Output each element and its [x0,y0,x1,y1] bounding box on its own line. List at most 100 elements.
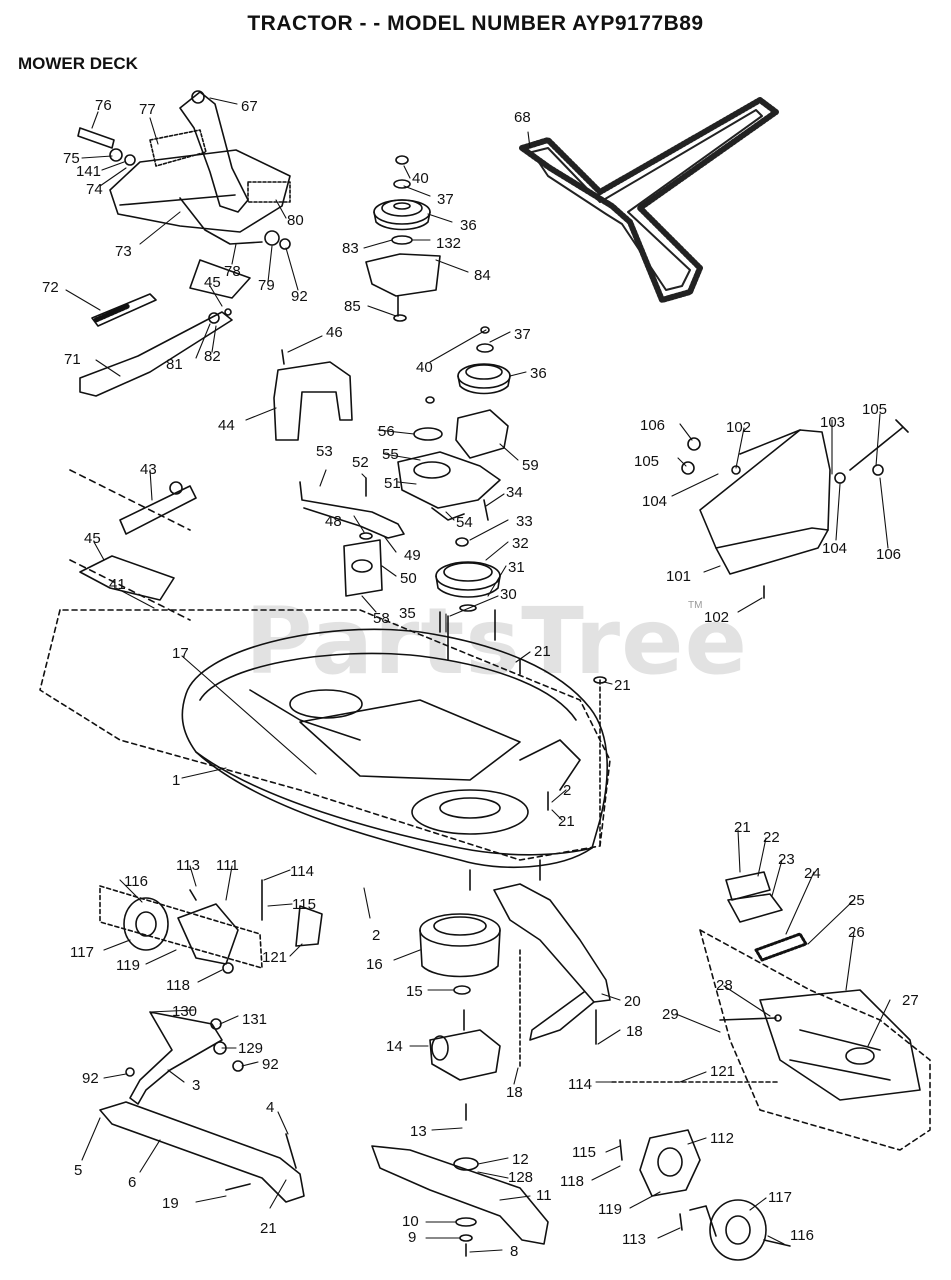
callout-58: 58 [373,610,390,627]
callout-119: 119 [598,1201,622,1218]
section-title: MOWER DECK [18,54,138,73]
callout-74: 74 [86,181,103,198]
callout-51: 51 [384,475,401,492]
callout-49: 49 [404,547,421,564]
callout-21: 21 [558,813,575,830]
callout-82: 82 [204,348,221,365]
callout-19: 19 [162,1195,179,1212]
callout-26: 26 [848,924,865,941]
callout-68: 68 [514,109,531,126]
anti-scalp-wheel-right [611,1081,791,1261]
callout-23: 23 [778,851,795,868]
callout-54: 54 [456,514,473,531]
callout-103: 103 [820,414,845,431]
callout-45: 45 [84,530,101,547]
idler-pulley-middle [413,326,511,459]
callout-24: 24 [804,865,821,882]
callout-121: 121 [710,1063,735,1080]
callout-118: 118 [166,977,190,994]
callout-16: 16 [366,956,383,973]
callout-labels: 76 77 67 75 141 74 73 80 78 79 92 72 45 … [42,97,919,1260]
callout-9: 9 [408,1229,416,1246]
callout-36: 36 [530,365,547,382]
callout-21: 21 [260,1220,277,1237]
idler-arm-assembly [299,451,501,540]
callout-12: 12 [512,1151,529,1168]
callout-2: 2 [563,782,571,799]
callout-3: 3 [192,1077,200,1094]
callout-17: 17 [172,645,189,662]
callout-119: 119 [116,957,140,974]
callout-35: 35 [399,605,416,622]
drive-belt [519,97,779,303]
callout-73: 73 [115,243,132,260]
callout-71: 71 [64,351,81,368]
callout-28: 28 [716,977,733,994]
callout-36: 36 [460,217,477,234]
callout-84: 84 [474,267,491,284]
lift-arm-assembly [77,90,291,299]
callout-106: 106 [640,417,665,434]
callout-81: 81 [166,356,183,373]
callout-40: 40 [416,359,433,376]
callout-72: 72 [42,279,59,296]
callout-115: 115 [572,1144,596,1161]
callout-25: 25 [848,892,865,909]
callout-115: 115 [292,896,316,913]
callout-32: 32 [512,535,529,552]
callout-48: 48 [325,513,342,530]
callout-55: 55 [382,446,399,463]
callout-31: 31 [508,559,525,576]
callout-33: 33 [516,513,533,530]
callout-50: 50 [400,570,417,587]
discharge-chute-assembly [699,871,931,1151]
callout-130: 130 [172,1003,197,1020]
idler-pulley-upper [365,155,441,322]
callout-14: 14 [386,1038,403,1055]
callout-92: 92 [82,1070,99,1087]
callout-21: 21 [734,819,751,836]
callout-121: 121 [262,949,287,966]
lift-link-arm [79,308,233,397]
spindle-housing [419,913,501,1081]
callout-114: 114 [290,863,314,880]
callout-117: 117 [70,944,94,961]
callout-37: 37 [437,191,454,208]
deck-bolts [519,659,607,849]
callout-80: 80 [287,212,304,229]
callout-75: 75 [63,150,80,167]
callout-13: 13 [410,1123,427,1140]
front-hanger-bracket [69,469,197,621]
callout-102: 102 [726,419,751,436]
callout-29: 29 [662,1006,679,1023]
lift-rod [91,293,157,327]
callout-131: 131 [242,1011,267,1028]
callout-101: 101 [666,568,691,585]
callout-129: 129 [238,1040,263,1057]
callout-15: 15 [406,983,423,1000]
callout-20: 20 [624,993,641,1010]
callout-116: 116 [124,873,148,890]
callout-113: 113 [622,1231,646,1248]
callout-132: 132 [436,235,461,252]
callout-44: 44 [218,417,235,434]
callout-79: 79 [258,277,275,294]
callout-83: 83 [342,240,359,257]
callout-8: 8 [510,1243,518,1260]
leader-lines [65,97,891,1253]
callout-85: 85 [344,298,361,315]
callout-21: 21 [614,677,631,694]
callout-45: 45 [204,274,221,291]
callout-53: 53 [316,443,333,460]
callout-116: 116 [790,1227,814,1244]
callout-37: 37 [514,326,531,343]
belt-guide-bracket [343,539,383,597]
callout-4: 4 [266,1099,274,1116]
callout-27: 27 [902,992,919,1009]
diagram-title: TRACTOR - - MODEL NUMBER AYP9177B89 [247,12,704,35]
callout-92: 92 [262,1056,279,1073]
callout-41: 41 [109,576,126,593]
callout-113: 113 [176,857,200,874]
callout-106: 106 [876,546,901,563]
